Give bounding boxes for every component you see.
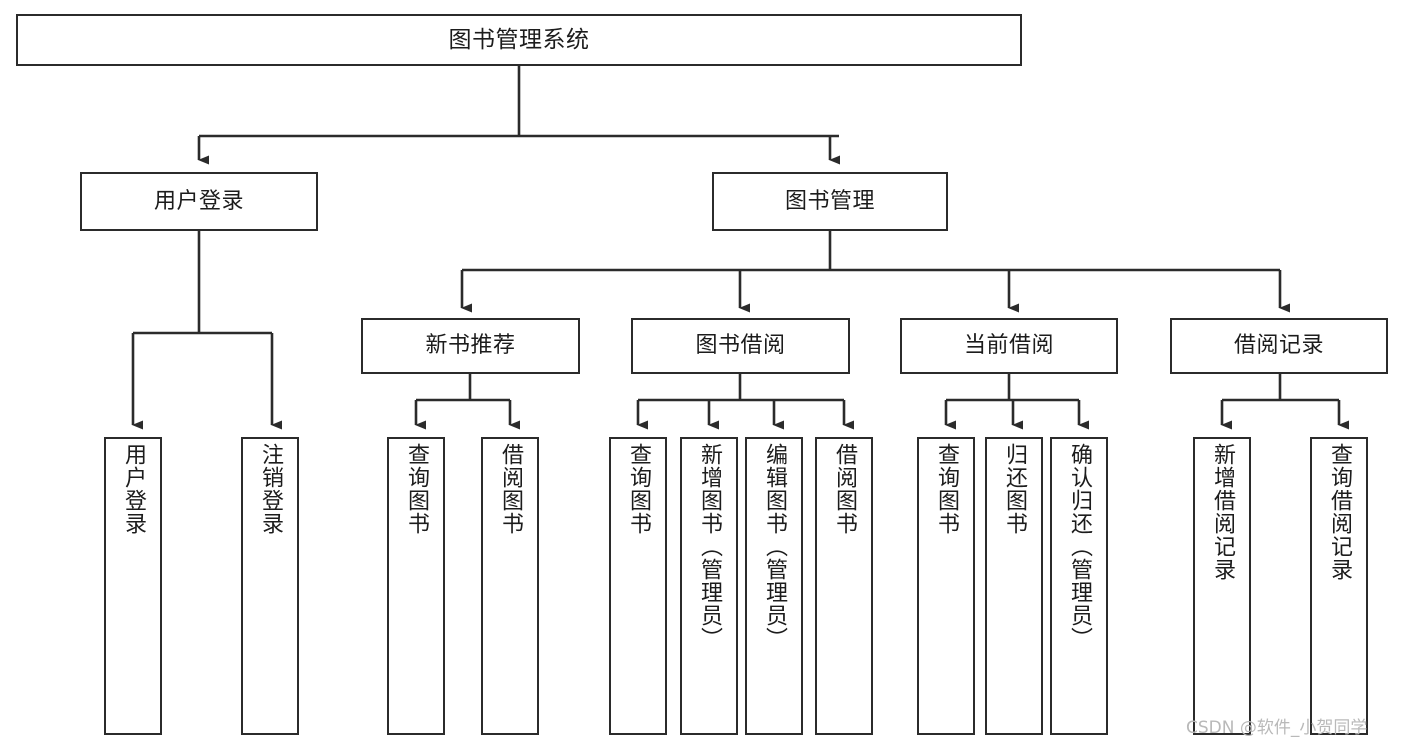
node-label: 查询图书 [626,443,651,535]
node-new-book-recommend[interactable]: 新书推荐 [361,318,580,374]
leaf-user-login[interactable]: 用户登录 [104,437,162,735]
node-book-manage[interactable]: 图书管理 [712,172,948,231]
node-label: 新书推荐 [425,333,516,359]
leaf-query-book-borrow[interactable]: 查询图书 [609,437,667,735]
node-label: 用户登录 [121,443,146,535]
csdn-watermark: CSDN @软件_小贺同学 [1186,718,1368,738]
node-label: 新增图书（管理员） [697,443,722,650]
leaf-borrow-book-recommend[interactable]: 借阅图书 [481,437,539,735]
node-label: 图书借阅 [695,333,786,359]
node-label: 用户登录 [153,188,244,214]
node-label: 归还图书 [1002,443,1027,535]
leaf-borrow-book[interactable]: 借阅图书 [815,437,873,735]
leaf-query-book-recommend[interactable]: 查询图书 [387,437,445,735]
node-user-login[interactable]: 用户登录 [80,172,318,231]
node-root-system[interactable]: 图书管理系统 [16,14,1022,66]
node-label: 新增借阅记录 [1210,443,1235,581]
node-label: 借阅图书 [498,443,523,535]
node-label: 查询图书 [404,443,429,535]
node-label: 编辑图书（管理员） [762,443,787,650]
node-label: 确认归还（管理员） [1067,443,1092,650]
leaf-confirm-return[interactable]: 确认归还（管理员） [1050,437,1108,735]
node-label: 借阅图书 [832,443,857,535]
node-label: 查询图书 [934,443,959,535]
leaf-add-book[interactable]: 新增图书（管理员） [680,437,738,735]
node-label: 图书管理系统 [448,26,590,53]
leaf-return-book[interactable]: 归还图书 [985,437,1043,735]
node-borrow-record[interactable]: 借阅记录 [1170,318,1388,374]
node-label: 图书管理 [784,188,875,214]
leaf-edit-book[interactable]: 编辑图书（管理员） [745,437,803,735]
leaf-query-borrow-record[interactable]: 查询借阅记录 [1310,437,1368,735]
node-label: 查询借阅记录 [1327,443,1352,581]
node-label: 注销登录 [258,443,283,535]
leaf-query-book-current[interactable]: 查询图书 [917,437,975,735]
node-label: 当前借阅 [963,333,1054,359]
node-label: 借阅记录 [1233,333,1324,359]
leaf-user-logout[interactable]: 注销登录 [241,437,299,735]
node-current-borrow[interactable]: 当前借阅 [900,318,1118,374]
leaf-add-borrow-record[interactable]: 新增借阅记录 [1193,437,1251,735]
node-book-borrow[interactable]: 图书借阅 [631,318,850,374]
